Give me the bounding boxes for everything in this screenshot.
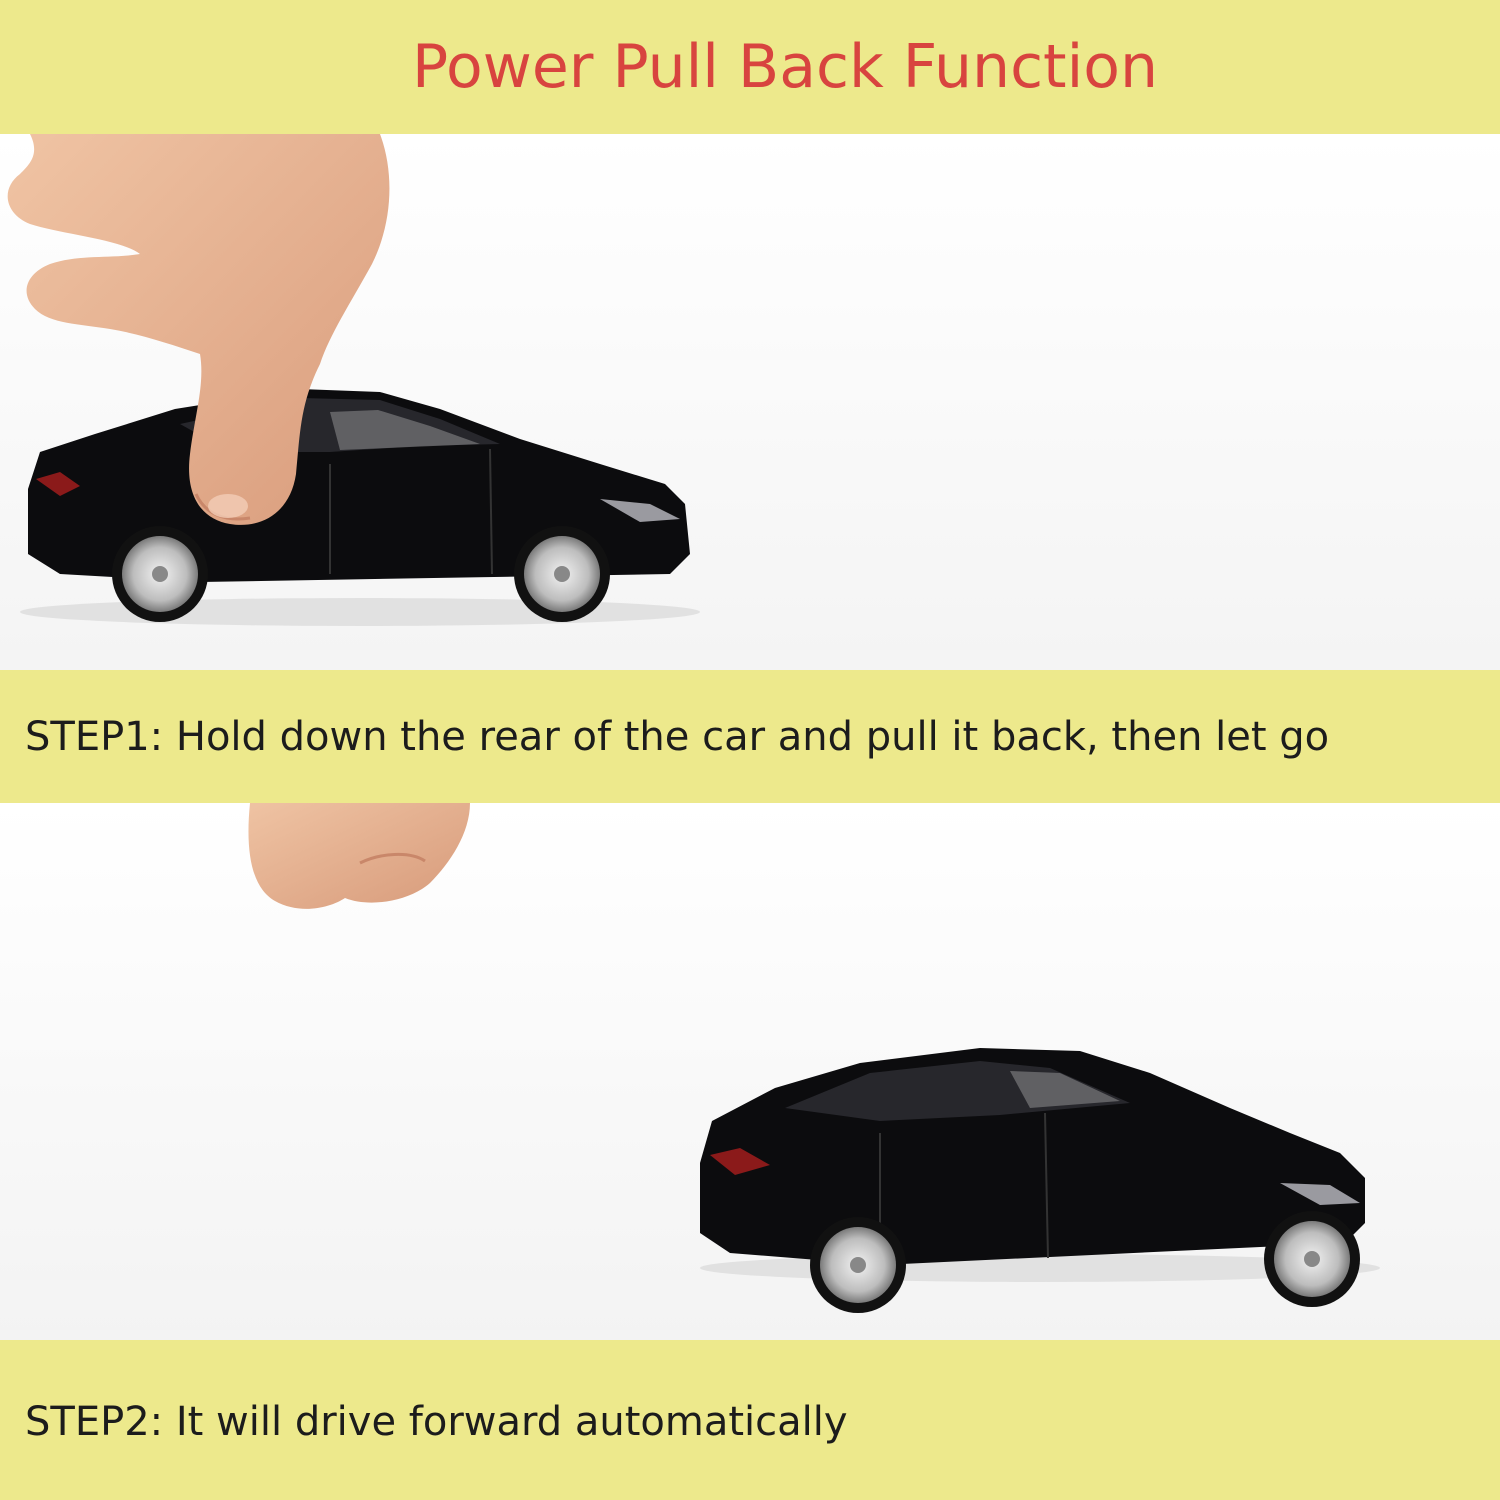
fingers <box>248 803 470 909</box>
hand <box>7 134 390 525</box>
step1-photo <box>0 134 1500 670</box>
step2-photo <box>0 803 1500 1340</box>
step1-banner: STEP1: Hold down the rear of the car and… <box>0 670 1500 803</box>
step1-text: STEP1: Hold down the rear of the car and… <box>25 713 1330 760</box>
step2-text: STEP2: It will drive forward automatical… <box>25 1399 848 1445</box>
step1-illustration <box>0 134 1500 670</box>
step2-illustration <box>0 803 1500 1340</box>
page-title: Power Pull Back Function <box>412 32 1158 102</box>
toy-car <box>700 1048 1365 1313</box>
title-banner: Power Pull Back Function <box>0 0 1500 134</box>
step2-banner: STEP2: It will drive forward automatical… <box>0 1340 1500 1500</box>
